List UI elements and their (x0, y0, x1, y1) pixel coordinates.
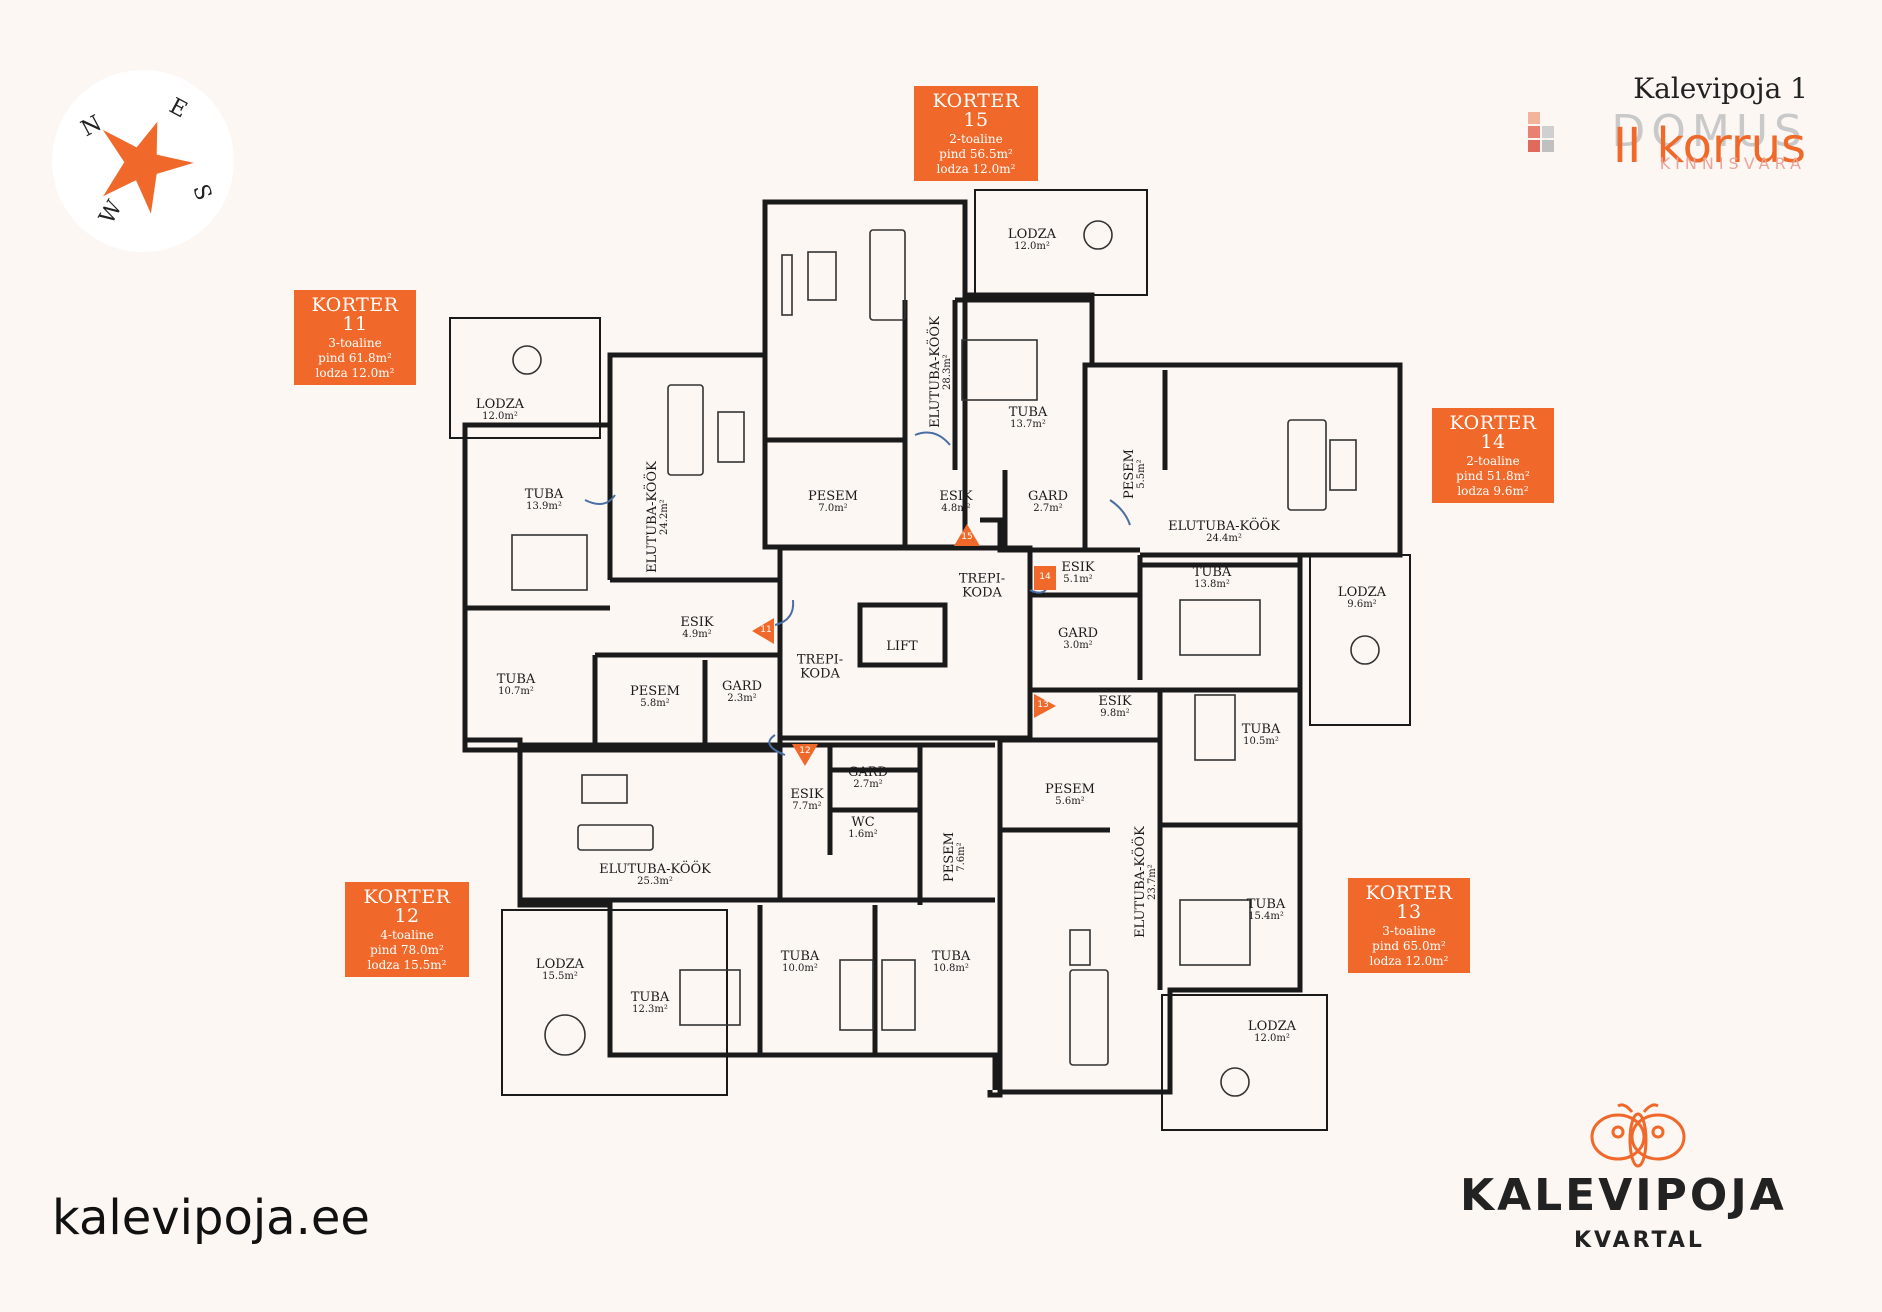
apartment-tag-k13: KORTER 13 3-toaline pind 65.0m² lodza 12… (1348, 878, 1470, 973)
apartment-area: pind 51.8m² (1456, 469, 1530, 483)
entry-triangle-icon (954, 524, 980, 546)
apartment-rooms: 2-toaline (949, 132, 1003, 146)
compass-star-icon (102, 121, 194, 214)
apartment-title: KORTER 11 (311, 294, 399, 335)
apartment-loggia: lodza 12.0m² (315, 366, 395, 380)
entry-marker-15: 15 (954, 524, 980, 546)
apartment-area: pind 78.0m² (370, 943, 444, 957)
room-label: TREPI- KODA (958, 571, 1006, 600)
apartment-tag-k12: KORTER 12 4-toaline pind 78.0m² lodza 15… (345, 882, 469, 977)
watermark-logo-icon (1528, 112, 1554, 168)
compass: N E S W (52, 70, 234, 252)
apartment-rooms: 3-toaline (328, 336, 382, 350)
apartment-rooms: 4-toaline (380, 928, 434, 942)
apartment-rooms: 2-toaline (1466, 454, 1520, 468)
apartment-rooms: 3-toaline (1382, 924, 1436, 938)
moth-logo-icon (1590, 1103, 1686, 1168)
apartment-tag-k11: KORTER 11 3-toaline pind 61.8m² lodza 12… (294, 290, 416, 385)
apartment-loggia: lodza 12.0m² (1369, 954, 1449, 968)
entry-triangle-icon (752, 618, 774, 644)
apartment-loggia: lodza 12.0m² (936, 162, 1016, 176)
entry-triangle-icon (1034, 694, 1056, 718)
watermark-subtext: KINNISVARA (1659, 154, 1806, 173)
entry-square-icon (1034, 566, 1056, 590)
entry-marker-13: 13 (1034, 694, 1056, 718)
watermark: DOMUS II korrus KINNISVARA (1528, 106, 1808, 176)
apartment-title: KORTER 15 (932, 90, 1020, 131)
apartment-area: pind 61.8m² (318, 351, 392, 365)
apartment-tag-k15: KORTER 15 2-toaline pind 56.5m² lodza 12… (914, 86, 1038, 181)
room-label: TREPI- KODA (796, 652, 844, 681)
apartment-loggia: lodza 9.6m² (1457, 484, 1529, 498)
brand-subtitle: KVARTAL (1574, 1228, 1705, 1253)
apartment-tag-k14: KORTER 14 2-toaline pind 51.8m² lodza 9.… (1432, 408, 1554, 503)
apartment-area: pind 56.5m² (939, 147, 1013, 161)
entry-triangle-icon (792, 744, 818, 766)
apartment-area: pind 65.0m² (1372, 939, 1446, 953)
building-title: Kalevipoja 1 (1633, 72, 1808, 105)
lift-label: LIFT (886, 639, 918, 655)
entry-marker-12: 12 (792, 744, 818, 766)
entry-marker-11: 11 (752, 618, 774, 644)
floor-label: II korrus (1612, 118, 1806, 174)
brand-name: KALEVIPOJA (1460, 1170, 1787, 1221)
watermark-text: DOMUS (1611, 106, 1808, 157)
apartment-title: KORTER 12 (363, 886, 451, 927)
entry-marker-14: 14 (1034, 566, 1056, 590)
apartment-title: KORTER 13 (1365, 882, 1453, 923)
apartment-title: KORTER 14 (1449, 412, 1537, 453)
website-link[interactable]: kalevipoja.ee (52, 1190, 370, 1246)
apartment-loggia: lodza 15.5m² (367, 958, 447, 972)
